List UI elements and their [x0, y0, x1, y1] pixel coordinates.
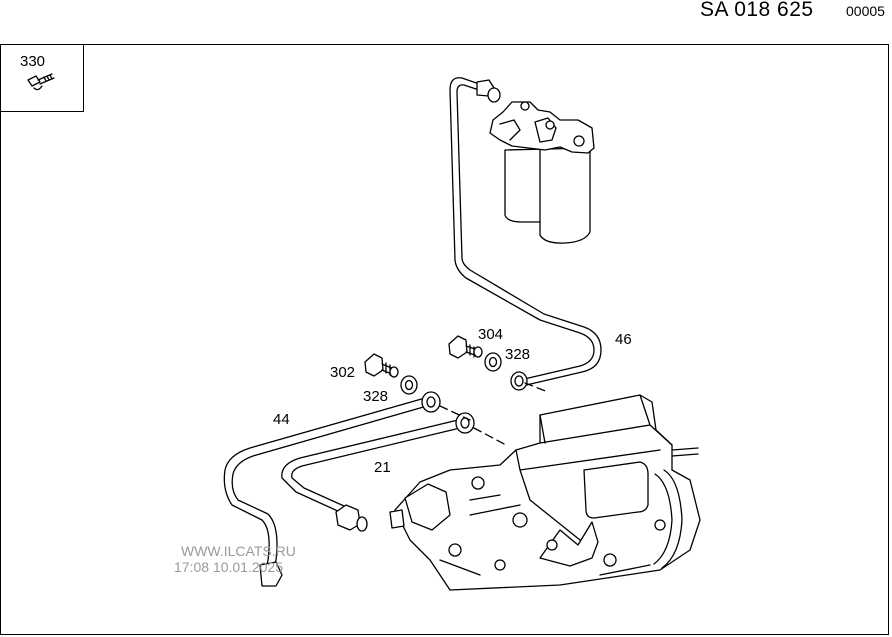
pipe-44[interactable]	[223, 391, 441, 587]
bolt-302[interactable]	[364, 353, 399, 378]
label-46: 46	[615, 331, 632, 348]
leader-lines	[439, 382, 549, 447]
injection-pump[interactable]	[389, 394, 701, 591]
washer-328-upper[interactable]	[484, 352, 502, 372]
label-44: 44	[273, 411, 290, 428]
label-330: 330	[20, 53, 45, 70]
bolt-330-icon[interactable]	[27, 73, 55, 91]
label-328-upper: 328	[505, 346, 530, 363]
label-304: 304	[478, 326, 503, 343]
label-302: 302	[330, 364, 355, 381]
diagram-frame	[0, 44, 889, 635]
diagram-number: 00005	[846, 3, 885, 19]
inset-box	[0, 44, 84, 112]
watermark-site: WWW.ILCATS.RU	[181, 543, 296, 559]
washer-328-lower[interactable]	[400, 375, 418, 395]
pipe-21[interactable]	[281, 412, 475, 532]
diagram-code: SA 018 625	[700, 0, 814, 21]
label-328-lower: 328	[363, 388, 388, 405]
fuel-filter[interactable]	[489, 101, 595, 244]
bolt-304[interactable]	[448, 335, 483, 359]
label-21: 21	[374, 459, 391, 476]
pipe-46[interactable]	[449, 77, 602, 391]
watermark-timestamp: 17:08 10.01.2025	[174, 559, 283, 575]
